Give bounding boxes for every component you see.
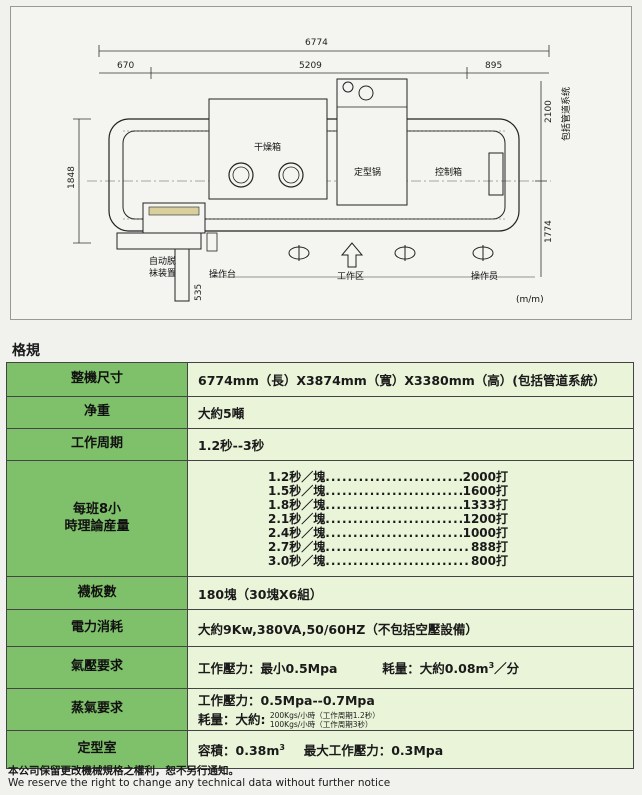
dim-right-text: 895 — [485, 61, 502, 71]
spec-label: 蒸氣要求 — [6, 688, 188, 731]
dryer-box — [208, 98, 328, 200]
dim-total-text: 6774 — [305, 38, 328, 48]
table-row: 襪板數 180塊（30塊X6組） — [6, 576, 634, 610]
spec-value: 大約5噸 — [187, 396, 634, 429]
control-panel — [488, 152, 504, 196]
footer-cn: 本公司保留更改機械規格之權利，恕不另行通知。 — [8, 765, 239, 777]
air-consumption-sup: 3 — [488, 660, 495, 670]
layout-diagram-svg: 6774 670 5209 895 1848 2100 1774 包括管道系统 … — [67, 38, 572, 305]
table-row: 定型室 容積：0.38m3 最大工作壓力：0.3Mpa — [6, 730, 634, 769]
rate-row: 1.2秒／塊..................................… — [268, 469, 508, 484]
dryer-label: 干燥箱 — [254, 141, 281, 153]
chute — [174, 248, 190, 302]
table-row: 工作周期 1.2秒--3秒 — [6, 428, 634, 461]
spec-value-air: 工作壓力：最小0.5Mpa 耗量：大約0.08m3／分 — [187, 646, 634, 689]
rate-speed: 1.5秒／塊 — [268, 483, 326, 498]
table-row: 蒸氣要求 工作壓力：0.5Mpa--0.7Mpa 耗量：大約: 200Kgs/小… — [6, 688, 634, 731]
unit-label: (m/m) — [516, 295, 544, 305]
table-row: 每班8小 時理論産量 1.2秒／塊.......................… — [6, 460, 634, 577]
forming-pot-box — [336, 78, 408, 206]
spec-value: 180塊（30塊X6組） — [187, 576, 634, 610]
steam-consumption-line-1: 200Kgs/小時（工作周期1.2秒） — [269, 711, 380, 721]
air-consumption-value: 大約0.08m — [419, 661, 489, 676]
rate-speed: 1.2秒／塊 — [268, 469, 326, 484]
rate-qty: 1333打 — [462, 497, 508, 512]
air-pressure-value: 最小0.5Mpa — [260, 661, 338, 676]
control-box-label: 控制箱 — [435, 166, 462, 178]
chamber-max-pressure: 最大工作壓力：0.3Mpa — [303, 743, 444, 758]
rate-qty: 1000打 — [462, 525, 508, 540]
steam-pressure: 工作壓力：0.5Mpa--0.7Mpa — [198, 692, 375, 708]
work-area-label: 工作区 — [337, 270, 364, 282]
operator-label: 操作员 — [471, 270, 498, 282]
rate-qty: 800打 — [470, 553, 508, 568]
chamber-volume-label: 容積： — [198, 743, 236, 758]
chamber-volume-value: 0.38m — [235, 743, 280, 758]
rate-qty: 1200打 — [462, 511, 508, 526]
steam-consumption-label: 耗量：大約: — [198, 711, 266, 727]
rate-qty: 1600打 — [462, 483, 508, 498]
steam-consumption-line-2: 100Kgs/小時（工作周期3秒） — [269, 720, 373, 730]
spec-label-output: 每班8小 時理論産量 — [6, 460, 188, 577]
table-row: 整機尺寸 6774mm（長）X3874mm（寬）X3380mm（高）(包括管道系… — [6, 362, 634, 397]
rate-speed: 2.1秒／塊 — [268, 511, 326, 526]
rate-qty: 2000打 — [462, 469, 508, 484]
table-row: 氣壓要求 工作壓力：最小0.5Mpa 耗量：大約0.08m3／分 — [6, 646, 634, 689]
auto-release-label-1: 自动脱 — [149, 255, 176, 267]
pipe-system-label: 包括管道系统 — [560, 87, 572, 141]
dim-left-text: 670 — [117, 61, 134, 71]
dim-right-bottom-text: 1774 — [544, 220, 554, 243]
rate-speed: 3.0秒／塊 — [268, 553, 326, 568]
air-pressure-label: 工作壓力： — [198, 661, 261, 676]
spec-value: 6774mm（長）X3874mm（寬）X3380mm（高）(包括管道系統） — [187, 362, 634, 397]
output-rates: 1.2秒／塊..................................… — [187, 460, 634, 577]
rate-speed: 2.4秒／塊 — [268, 525, 326, 540]
table-row: 電力消耗 大約9Kw,380VA,50/60HZ（不包括空壓設備） — [6, 609, 634, 647]
rate-row: 2.4秒／塊..................................… — [268, 525, 508, 540]
spec-table: 整機尺寸 6774mm（長）X3874mm（寬）X3380mm（高）(包括管道系… — [6, 362, 634, 769]
work-area-arrow-icon — [340, 242, 364, 268]
dim-height-text: 1848 — [67, 166, 77, 189]
spec-value: 大約9Kw,380VA,50/60HZ（不包括空壓設備） — [187, 609, 634, 647]
air-consumption-unit: ／分 — [494, 661, 520, 676]
forming-pot-label: 定型锅 — [354, 166, 381, 178]
spec-label: 净重 — [6, 396, 188, 429]
dim-bottom-text: 535 — [194, 284, 204, 301]
rate-speed: 2.7秒／塊 — [268, 539, 326, 554]
output-label-2: 時理論産量 — [64, 518, 130, 534]
rate-row: 3.0秒／塊..................................… — [268, 553, 508, 568]
dim-right-top-text: 2100 — [544, 100, 554, 123]
rate-row: 2.1秒／塊..................................… — [268, 511, 508, 526]
output-label-1: 每班8小 — [72, 502, 122, 518]
auto-release-label-2: 袜装置 — [149, 267, 176, 279]
layout-diagram: 6774 670 5209 895 1848 2100 1774 包括管道系统 … — [10, 6, 632, 320]
rate-row: 1.5秒／塊..................................… — [268, 483, 508, 498]
air-consumption-label: 耗量： — [382, 661, 420, 676]
spec-label: 襪板數 — [6, 576, 188, 610]
console-label: 操作台 — [209, 268, 236, 280]
table-row: 净重 大約5噸 — [6, 396, 634, 429]
spec-label: 氣壓要求 — [6, 646, 188, 689]
rate-row: 1.8秒／塊..................................… — [268, 497, 508, 512]
spec-label: 工作周期 — [6, 428, 188, 461]
rate-speed: 1.8秒／塊 — [268, 497, 326, 512]
spec-value: 1.2秒--3秒 — [187, 428, 634, 461]
chamber-volume-sup: 3 — [279, 742, 285, 752]
dim-middle-text: 5209 — [299, 61, 322, 71]
spec-label: 定型室 — [6, 730, 188, 769]
spec-label: 電力消耗 — [6, 609, 188, 647]
footer-en: We reserve the right to change any techn… — [8, 777, 391, 789]
spec-value-steam: 工作壓力：0.5Mpa--0.7Mpa 耗量：大約: 200Kgs/小時（工作周… — [187, 688, 634, 731]
spec-value-chamber: 容積：0.38m3 最大工作壓力：0.3Mpa — [187, 730, 634, 769]
section-title: 格規 — [12, 343, 40, 359]
rate-qty: 888打 — [470, 539, 508, 554]
rate-row: 2.7秒／塊..................................… — [268, 539, 508, 554]
spec-label: 整機尺寸 — [6, 362, 188, 397]
